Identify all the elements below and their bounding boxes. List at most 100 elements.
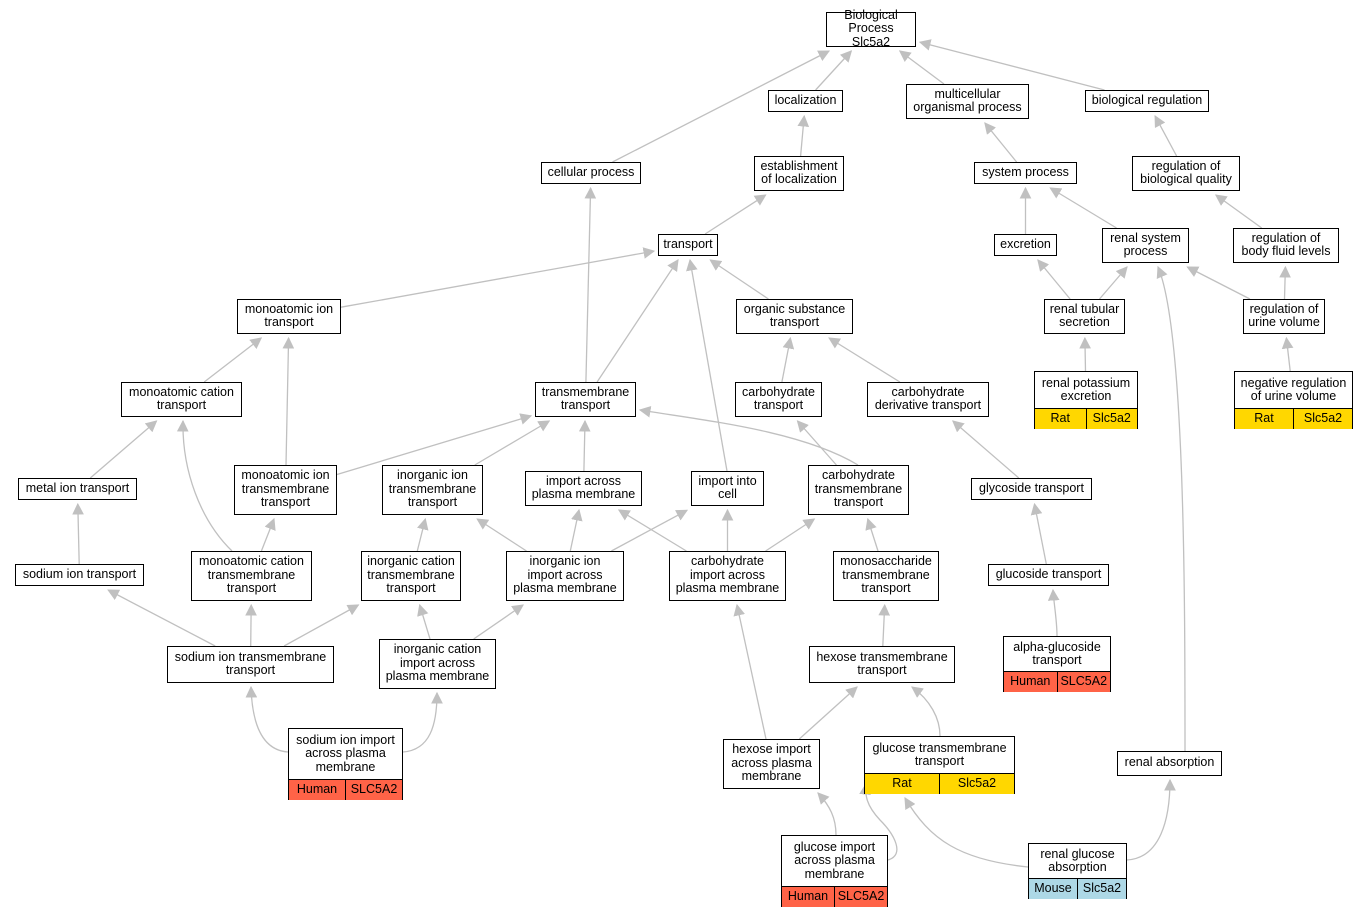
term-node-inorgcattm[interactable]: inorganic cation transmembrane transport [361,551,461,601]
term-label: metal ion transport [25,480,130,495]
term-node-sodiumion[interactable]: sodium ion transport [15,564,144,586]
term-node-carbderiv[interactable]: carbohydrate derivative transport [867,382,989,417]
term-node-orgsub[interactable]: organic substance transport [736,299,853,334]
term-node-sodiumtm[interactable]: sodium ion transmembrane transport [167,646,334,683]
term-node-bioreg[interactable]: biological regulation [1085,90,1209,112]
term-node-regbioqual[interactable]: regulation of biological quality [1132,156,1240,191]
term-label: regulation of body fluid levels [1241,230,1331,259]
term-node-inorgcatimp[interactable]: inorganic cation import across plasma me… [379,639,496,689]
term-node-excretion[interactable]: excretion [994,234,1057,256]
edge-establishment-to-localization [797,114,810,157]
species-tag: Rat [1035,409,1086,429]
term-label: monosaccharide transmembrane transport [840,554,932,596]
edge-carbimp-to-carbtm [765,518,816,552]
term-node-establishment[interactable]: establishment of localization [754,156,844,191]
term-label: glucose import across plasma membrane [793,839,876,881]
term-node-monoion[interactable]: monoatomic ion transport [237,299,341,334]
term-label: glycoside transport [979,480,1084,495]
term-node-monosacc[interactable]: monosaccharide transmembrane transport [833,551,939,601]
gene-tag: Slc5a2 [1077,879,1126,899]
edge-renaltub-to-renalsys [1099,266,1128,300]
term-node-monoiontm[interactable]: monoatomic ion transmembrane transport [234,465,337,515]
gene-tag: SLC5A2 [345,780,402,800]
term-node-carbtm[interactable]: carbohydrate transmembrane transport [808,465,909,515]
edge-inorgionimp-to-importcell [611,509,689,552]
edge-carbtransport-to-orgsub [781,336,795,383]
edge-sodiumtm-to-sodiumion [107,589,216,647]
term-node-hexoseimp[interactable]: hexose import across plasma membrane [723,739,820,789]
term-label: hexose transmembrane transport [816,649,948,678]
edge-renalK-to-renaltub [1079,336,1091,372]
term-label: renal tubular secretion [1049,301,1120,330]
gene-tag: Slc5a2 [939,774,1014,794]
edge-cellular-to-root [612,50,831,163]
edge-sodiumimp-to-sodiumtm [245,685,289,753]
gene-tag: Slc5a2 [1085,409,1137,429]
term-label: inorganic ion import across plasma membr… [513,554,617,596]
edge-glucoside-to-glycoside [1030,502,1047,565]
term-node-carbtransport[interactable]: carbohydrate transport [735,382,822,417]
term-node-importpm[interactable]: import across plasma membrane [525,471,642,506]
edge-tmtransport-to-transport [596,259,679,383]
term-label: renal absorption [1124,755,1215,770]
gene-tag: SLC5A2 [1056,672,1110,692]
term-label: transport [663,236,713,251]
term-node-cellular[interactable]: cellular process [541,162,641,184]
term-node-sysproc[interactable]: system process [974,162,1077,184]
edge-inorgionimp-to-importpm [569,508,583,552]
term-label: renal potassium excretion [1041,375,1131,403]
term-node-regurine[interactable]: regulation of urine volume [1243,299,1325,334]
term-node-renalabs[interactable]: renal absorption [1117,751,1222,776]
term-node-metalion[interactable]: metal ion transport [18,478,137,500]
term-node-glycoside[interactable]: glycoside transport [971,478,1092,500]
term-node-monocation[interactable]: monoatomic cation transport [121,382,242,417]
term-node-transport[interactable]: transport [658,234,718,256]
edge-hexoseimp-to-carbimp [733,603,767,740]
term-node-root[interactable]: Biological Process Slc5a2 [826,7,916,49]
edge-carbimp-to-importpm [617,509,687,552]
edge-carbtm-to-tmtransport [638,405,859,466]
term-node-renaltub[interactable]: renal tubular secretion [1044,299,1125,334]
edge-regurine-to-regfluid [1279,265,1291,300]
edge-monoiontm-to-tmtransport [336,413,533,476]
edge-hexosetm-to-monosacc [878,603,891,647]
edge-sodiumtm-to-monocattm [245,603,257,647]
edge-glucoseimp-to-hexoseimp [817,792,837,836]
term-node-carbimp[interactable]: carbohydrate import across plasma membra… [669,551,786,601]
term-label: monoatomic cation transport [129,384,234,413]
term-node-regfluid[interactable]: regulation of body fluid levels [1233,228,1339,263]
term-node-inorgiontm[interactable]: inorganic ion transmembrane transport [382,465,483,515]
term-label: regulation of urine volume [1248,301,1320,330]
term-label: localization [774,92,837,107]
edge-renalsys-to-sysproc [1049,187,1117,229]
term-node-importcell[interactable]: import into cell [691,471,764,506]
edge-transport-to-establishment [704,194,767,235]
edge-tmtransport-to-cellular [584,186,597,383]
term-node-multicellular[interactable]: multicellular organismal process [906,84,1029,119]
edge-renalgluc-to-glucosetm [904,796,1029,868]
term-label: sodium ion transport [22,566,137,581]
term-label: carbohydrate derivative transport [874,384,982,413]
term-node-tmtransport[interactable]: transmembrane transport [535,382,636,417]
term-node-hexosetm[interactable]: hexose transmembrane transport [809,646,955,683]
term-node-inorgionimp[interactable]: inorganic ion import across plasma membr… [506,551,624,601]
gene-tag: SLC5A2 [834,887,887,907]
term-label: Biological Process Slc5a2 [844,7,898,49]
term-label: system process [982,164,1069,179]
edge-monoiontm-to-monoion [282,336,295,466]
term-node-glucoside[interactable]: glucoside transport [988,564,1109,586]
term-node-localization[interactable]: localization [768,90,843,112]
term-node-sodiumimp[interactable]: sodium ion import across plasma membrane… [288,728,403,800]
term-node-renalsys[interactable]: renal system process [1102,228,1189,263]
term-node-monocattm[interactable]: monoatomic cation transmembrane transpor… [191,551,312,601]
edge-importpm-to-tmtransport [578,419,591,472]
